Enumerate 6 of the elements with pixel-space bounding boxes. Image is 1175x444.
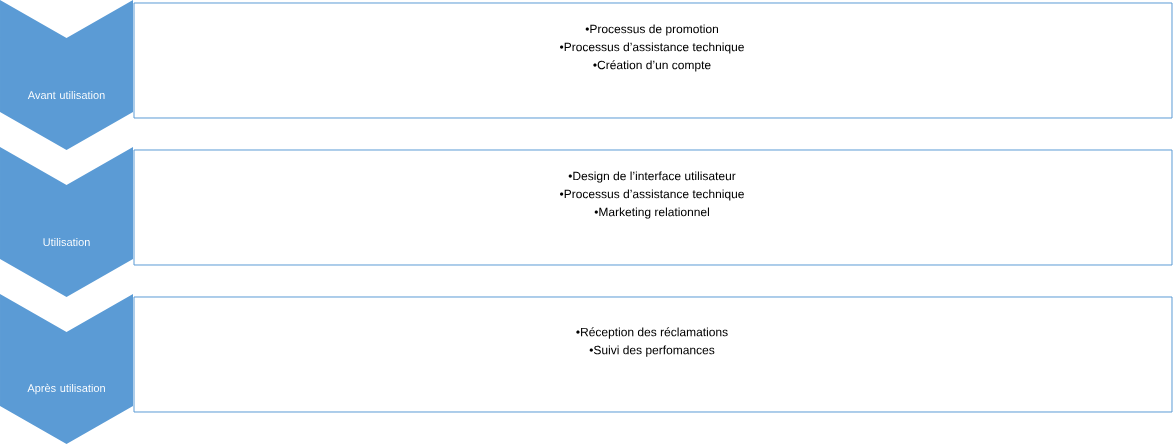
list-box: •Processus de promotion •Processus d’assistance technique •Création d’un compte <box>133 2 1173 119</box>
phase-banner: Avant utilisation <box>0 0 133 150</box>
phase-banner: Utilisation <box>0 147 133 297</box>
phase-banner: Après utilisation <box>0 294 133 444</box>
list-box: •Design de l’interface utilisateur •Processus d’assistance technique •Marketing relationnel <box>133 149 1173 266</box>
list-box: •Réception des réclamations •Suivi des perfomances <box>133 296 1173 413</box>
